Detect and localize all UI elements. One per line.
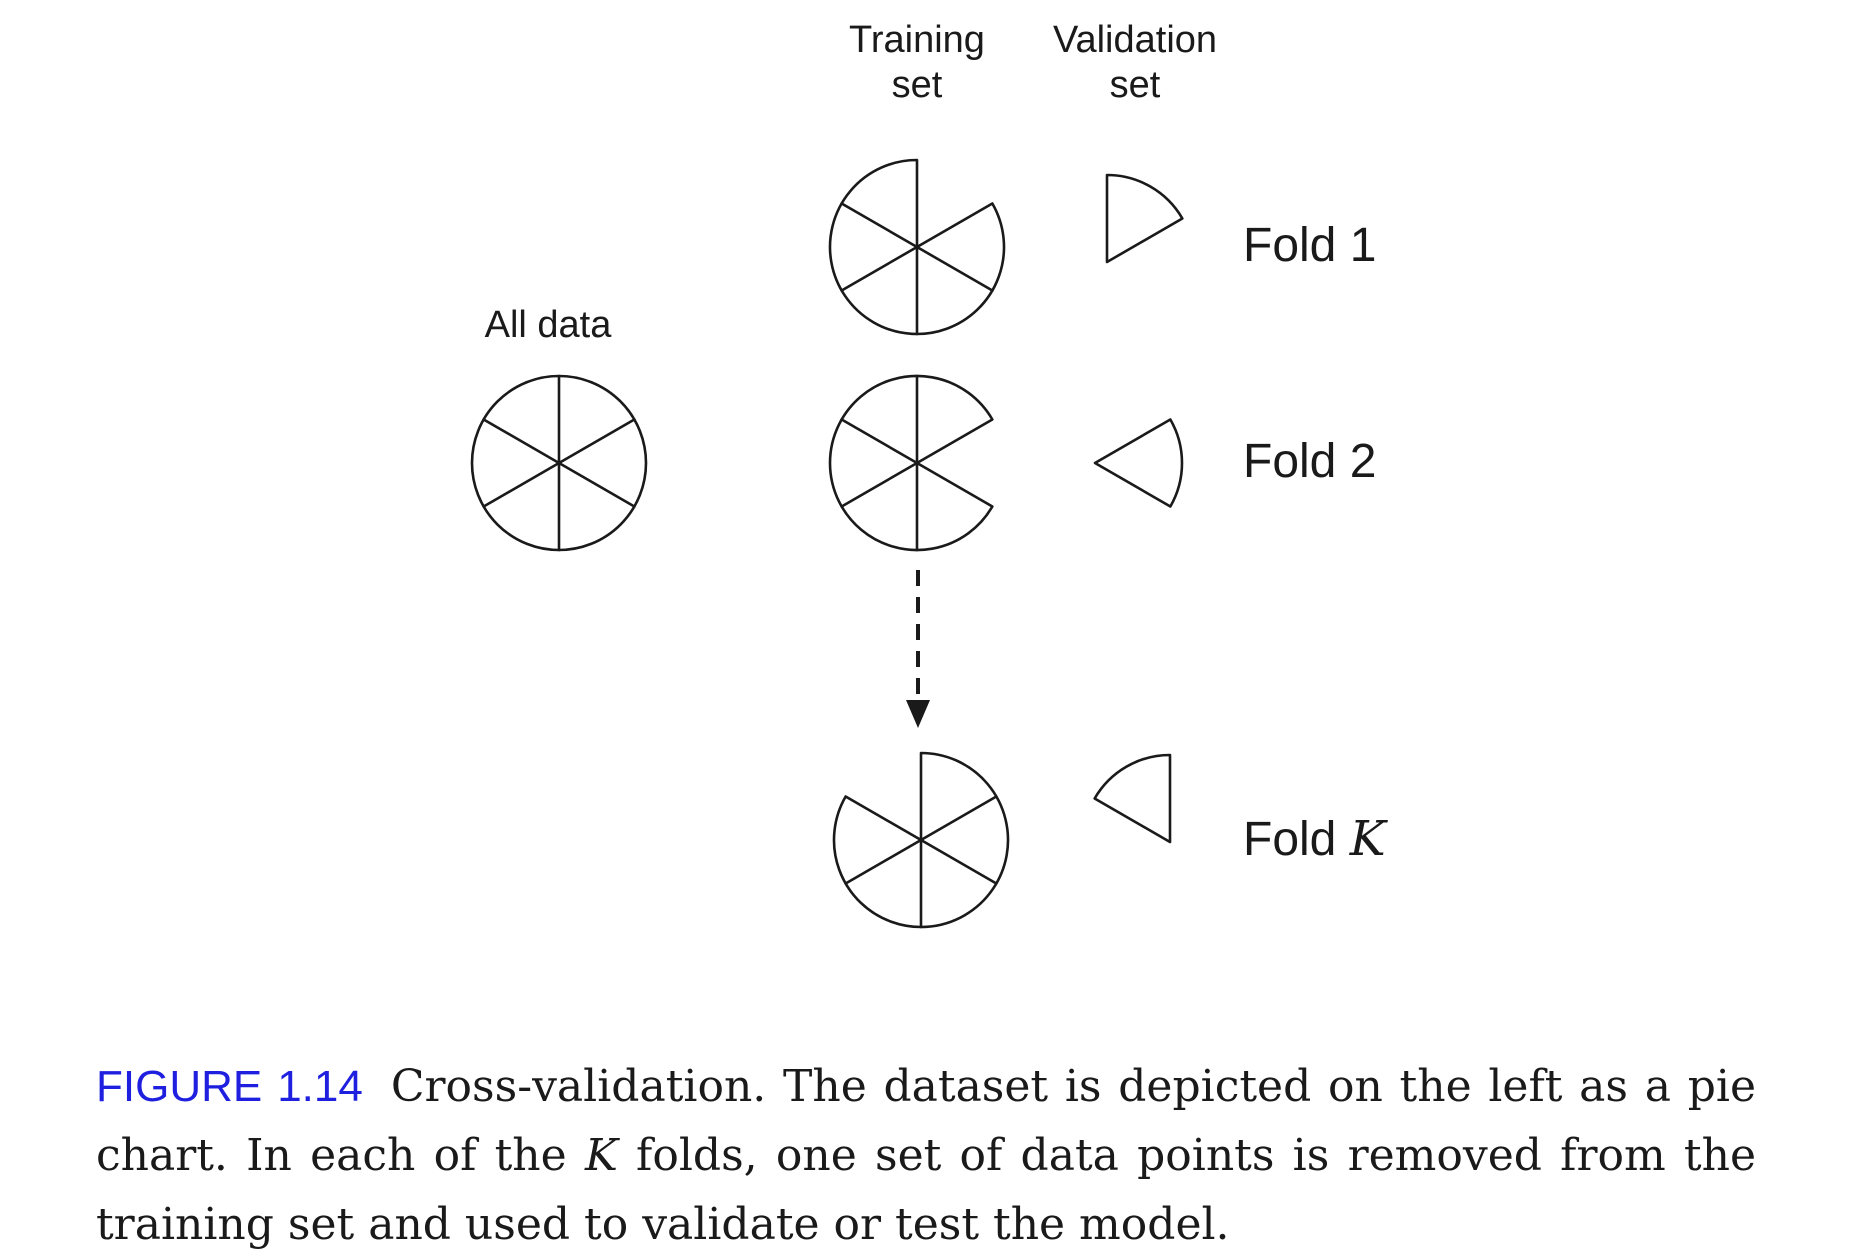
all-data-label: All data <box>485 304 613 346</box>
fold-k-label-prefix: Fold <box>1243 813 1350 866</box>
training-set-header-line2: set <box>892 64 943 106</box>
pie-segment-divider <box>557 418 636 465</box>
fold-k-label: Fold K <box>1243 811 1389 867</box>
caption-text-part1: Cross-validation. The dataset is depicte… <box>96 1061 1757 1181</box>
fold-k-validation-wedge <box>1093 753 1172 844</box>
training-set-header-line1: Training <box>849 19 985 61</box>
pie-segment-divider <box>919 838 998 885</box>
fold-1-label: Fold 1 <box>1243 219 1376 272</box>
fold-k-training-pie <box>832 751 1010 929</box>
validation-set-header-line2: set <box>1110 64 1161 106</box>
pie-outline <box>828 374 994 552</box>
pie-segment-divider <box>482 461 561 508</box>
validation-wedge-shape <box>1093 753 1172 844</box>
pie-segment-divider <box>840 461 919 508</box>
pie-segment-divider <box>840 202 919 249</box>
arrow-head-icon <box>906 700 930 728</box>
fold-2-validation-wedge <box>1093 418 1184 508</box>
validation-wedge-shape <box>1105 173 1184 264</box>
figure-number: FIGURE 1.14 <box>96 1062 363 1111</box>
fold-2-label: Fold 2 <box>1243 435 1376 488</box>
pie-outline <box>832 751 1010 929</box>
validation-wedge-shape <box>1093 418 1184 508</box>
cross-validation-diagram: Training set Validation set All data Fol… <box>470 19 1389 929</box>
fold-k-label-variable: K <box>1349 811 1389 867</box>
pie-outline <box>828 158 1006 336</box>
fold-1-training-pie <box>828 158 1006 336</box>
fold-1-validation-wedge <box>1105 173 1184 264</box>
pie-segment-divider <box>482 418 561 465</box>
pie-segment-divider <box>557 461 636 508</box>
pie-segment-divider <box>840 245 919 292</box>
validation-set-header-line1: Validation <box>1053 19 1217 61</box>
caption-variable-k: K <box>584 1130 618 1181</box>
all-data-pie <box>470 374 648 552</box>
caption-text-part2: folds, one set of data points is removed… <box>96 1130 1756 1250</box>
pie-segment-divider <box>844 838 923 885</box>
pie-segment-divider <box>840 418 919 465</box>
fold-2-training-pie <box>828 374 994 552</box>
pie-segment-divider <box>915 245 994 292</box>
pie-segment-divider <box>919 795 998 842</box>
